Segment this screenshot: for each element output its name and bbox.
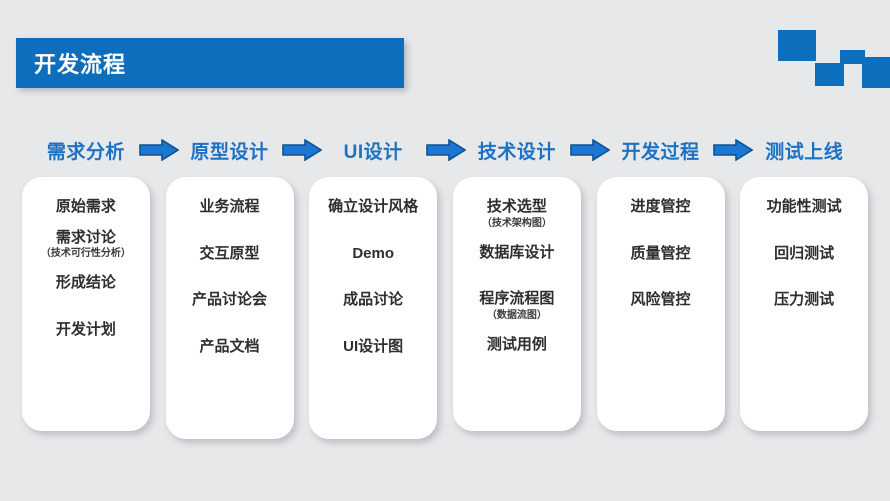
card-item: 产品讨论会: [176, 291, 284, 309]
card-item-label: 风险管控: [630, 291, 691, 308]
stage-card[interactable]: 技术选型 （技术架构图） 数据库设计 程序流程图 （数据流图） 测试用例: [452, 177, 581, 431]
card-item: Demo: [319, 244, 427, 263]
right-arrow-icon: [713, 139, 754, 161]
stage-title: 测试上线: [765, 141, 844, 163]
card-item: 数据库设计: [463, 243, 571, 262]
card-item: 开发计划: [32, 320, 140, 339]
deco-square-small-upper: [840, 50, 865, 64]
stage-header: 需求分析: [14, 132, 179, 168]
stage-header: 原型设计: [158, 132, 323, 168]
right-arrow-icon: [426, 139, 467, 161]
stage-card[interactable]: 原始需求 需求讨论 （技术可行性分析） 形成结论 开发计划: [21, 177, 150, 431]
stage-header: 测试上线: [732, 132, 876, 168]
card-item: 回归测试: [750, 244, 858, 263]
stage-development-process: 开发过程 进度管控 质量管控 风险管控: [589, 132, 754, 431]
card-item: 原始需求: [32, 198, 140, 216]
card-item-note: （数据流图）: [486, 309, 547, 321]
card-item: 风险管控: [607, 291, 715, 309]
stage-title: UI设计: [343, 141, 403, 163]
card-item-label: 功能性测试: [766, 198, 842, 215]
stage-testing-launch: 测试上线 功能性测试 回归测试 压力测试: [732, 132, 876, 431]
right-arrow-icon: [282, 139, 323, 161]
card-item-label: 产品文档: [199, 337, 260, 355]
page-title-bar: 开发流程: [16, 38, 404, 88]
stage-header: UI设计: [301, 132, 467, 168]
card-item-label: 测试用例: [486, 335, 547, 353]
card-item: 成品讨论: [319, 291, 427, 309]
stage-title: 需求分析: [46, 141, 125, 163]
card-item-label: 进度管控: [630, 198, 691, 215]
card-item: 测试用例: [463, 335, 571, 354]
card-item: 压力测试: [750, 291, 858, 309]
stage-title: 技术设计: [477, 141, 556, 163]
card-item: 进度管控: [607, 198, 715, 216]
card-item: 形成结论: [32, 274, 140, 292]
card-item-label: 需求讨论: [55, 228, 116, 246]
deco-rect-right: [862, 57, 890, 88]
card-item-label: 技术选型: [486, 198, 547, 215]
card-item-label: 确立设计风格: [328, 198, 419, 215]
card-item-label: Demo: [352, 244, 395, 262]
stage-header: 开发过程: [589, 132, 754, 168]
stage-card[interactable]: 功能性测试 回归测试 压力测试: [740, 177, 869, 431]
card-item-label: 回归测试: [774, 244, 835, 262]
card-item-label: 形成结论: [55, 274, 116, 291]
card-item-label: 原始需求: [55, 198, 116, 215]
right-arrow-icon: [569, 139, 610, 161]
stage-technical-design: 技术设计 技术选型 （技术架构图） 数据库设计 程序流程图 （数据流图） 测试用…: [445, 132, 610, 431]
card-item: 功能性测试: [750, 198, 858, 216]
stage-title: 原型设计: [190, 141, 269, 163]
page-title: 开发流程: [34, 52, 127, 77]
card-item: 需求讨论 （技术可行性分析）: [32, 228, 140, 262]
stage-prototype-design: 原型设计 业务流程 交互原型 产品讨论会 产品文档: [158, 132, 323, 439]
process-flow: 需求分析 原始需求 需求讨论 （技术可行性分析） 形成结论 开发计划: [0, 132, 890, 452]
card-item: 交互原型: [176, 244, 284, 263]
card-item-label: 质量管控: [630, 244, 691, 262]
card-item: 业务流程: [176, 198, 284, 216]
card-item-label: 程序流程图: [479, 290, 555, 307]
card-item-label: 业务流程: [199, 198, 260, 215]
card-item: UI设计图: [319, 337, 427, 356]
deco-square-small-lower: [815, 63, 844, 86]
card-item-note: （技术架构图）: [481, 217, 552, 229]
card-item-label: 产品讨论会: [191, 291, 267, 308]
card-item: 技术选型 （技术架构图）: [463, 198, 571, 231]
card-item-label: 交互原型: [199, 244, 260, 262]
card-item: 程序流程图 （数据流图）: [463, 290, 571, 323]
stage-card[interactable]: 业务流程 交互原型 产品讨论会 产品文档: [165, 177, 294, 439]
right-arrow-icon: [138, 139, 179, 161]
card-item-label: 开发计划: [55, 320, 116, 338]
card-item-label: 数据库设计: [479, 243, 555, 261]
stage-ui-design: UI设计 确立设计风格 Demo 成品讨论 UI设计图: [301, 132, 467, 439]
deco-square-large: [778, 30, 816, 61]
corner-decoration: [0, 0, 890, 120]
stage-title: 开发过程: [621, 141, 700, 163]
stage-header: 技术设计: [445, 132, 610, 168]
stage-card[interactable]: 确立设计风格 Demo 成品讨论 UI设计图: [309, 177, 438, 439]
card-item: 产品文档: [176, 337, 284, 356]
stage-requirement-analysis: 需求分析 原始需求 需求讨论 （技术可行性分析） 形成结论 开发计划: [14, 132, 179, 431]
card-item-label: 压力测试: [774, 291, 835, 308]
card-item-label: UI设计图: [343, 337, 404, 355]
card-item: 确立设计风格: [319, 198, 427, 216]
card-item: 质量管控: [607, 244, 715, 263]
card-item-label: 成品讨论: [343, 291, 404, 308]
stage-card[interactable]: 进度管控 质量管控 风险管控: [596, 177, 725, 431]
card-item-note: （技术可行性分析）: [40, 248, 131, 259]
